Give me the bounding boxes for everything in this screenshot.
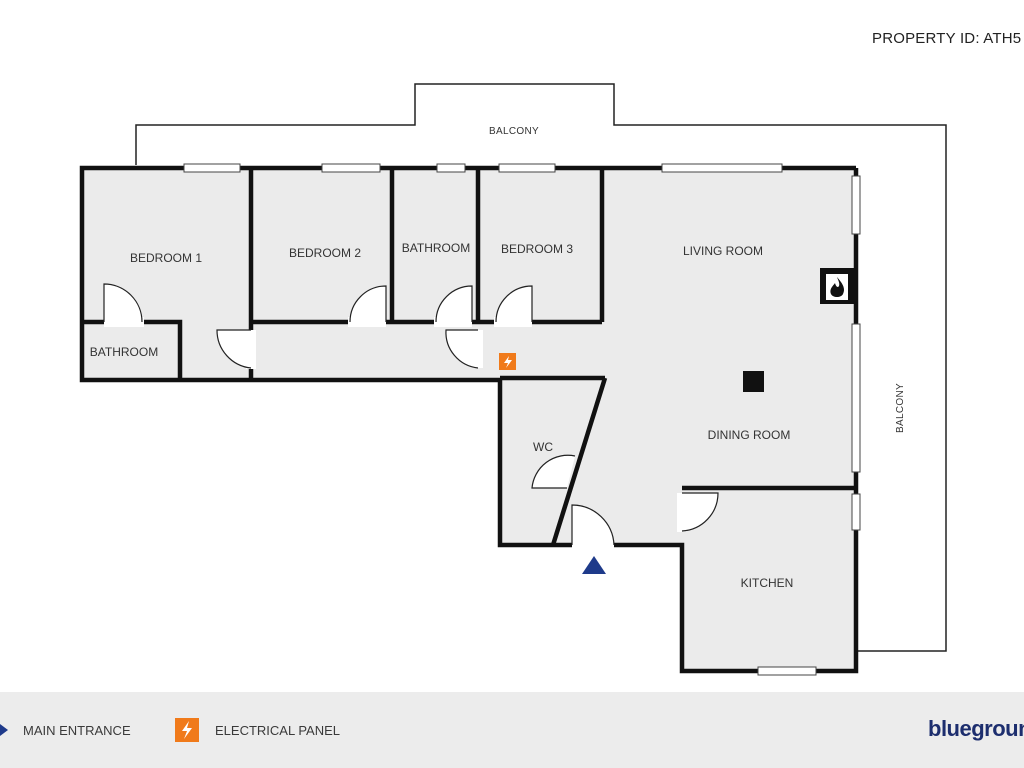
label-balcony-right: BALCONY	[895, 383, 906, 433]
label-wc: WC	[533, 440, 553, 454]
label-bedroom-3: BEDROOM 3	[501, 242, 573, 256]
legend-main-entrance: MAIN ENTRANCE	[23, 723, 131, 738]
label-bathroom-hall: BATHROOM	[402, 241, 470, 255]
door-swings	[103, 283, 719, 546]
brand-logo: bluegroun	[928, 716, 1024, 741]
label-dining-room: DINING ROOM	[708, 428, 791, 442]
floor-plan: BEDROOM 1 BEDROOM 2 BATHROOM BEDROOM 3 L…	[79, 83, 947, 676]
balcony-outline	[135, 83, 947, 652]
floor-area	[82, 168, 856, 671]
label-bedroom-1: BEDROOM 1	[130, 251, 202, 265]
main-entrance-legend-icon	[0, 724, 8, 736]
windows	[183, 163, 861, 676]
structural-column	[743, 371, 764, 392]
legend-electrical-panel: ELECTRICAL PANEL	[215, 723, 340, 738]
electrical-panel-legend-icon	[175, 718, 199, 742]
fireplace-icon	[820, 268, 854, 304]
electrical-panel-marker	[499, 353, 516, 370]
legend-bar: MAIN ENTRANCE ELECTRICAL PANEL	[0, 692, 1024, 768]
label-living-room: LIVING ROOM	[683, 244, 763, 258]
label-balcony-top: BALCONY	[489, 126, 539, 137]
label-bedroom-2: BEDROOM 2	[289, 246, 361, 260]
label-bathroom-ensuite: BATHROOM	[90, 345, 158, 359]
label-kitchen: KITCHEN	[741, 576, 794, 590]
property-id: PROPERTY ID: ATH5	[872, 30, 1022, 47]
main-entrance-marker	[582, 556, 606, 574]
